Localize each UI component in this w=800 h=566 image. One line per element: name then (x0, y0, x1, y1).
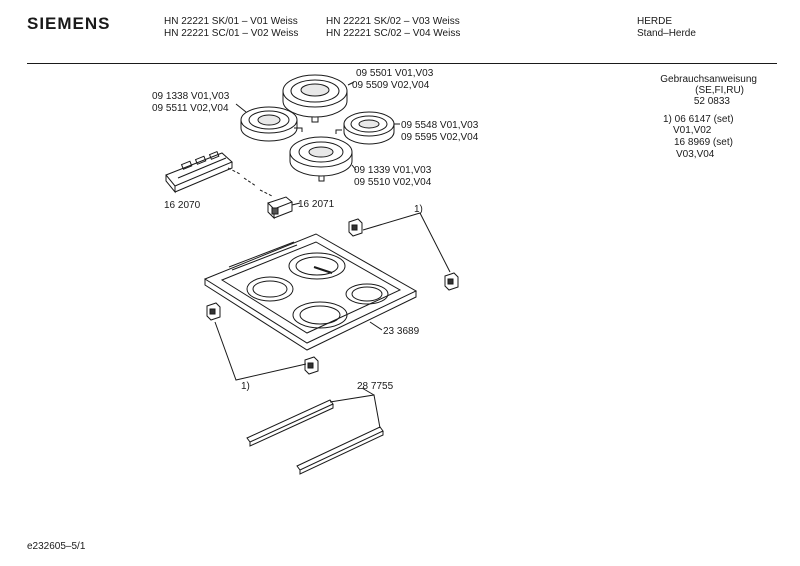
hot-plate-left (235, 103, 303, 142)
plate-top-label-2: 09 5509 V02,V04 (352, 80, 430, 91)
switch-panel-label: 16 2070 (164, 200, 201, 211)
bracket-ref-top: 1) (414, 204, 423, 215)
bracket-leader-lines (214, 212, 451, 381)
doc-id: e232605–5/1 (27, 541, 86, 552)
plate-top-label-1: 09 5501 V01,V03 (356, 68, 434, 79)
model-line-1: HN 22221 SK/01 – V01 Weiss (164, 16, 298, 27)
model-line-3: HN 22221 SK/02 – V03 Weiss (326, 16, 460, 27)
model-line-2: HN 22221 SC/01 – V02 Weiss (164, 28, 299, 39)
manual-number: 52 0833 (693, 96, 730, 107)
manual-languages: (SE,FI,RU) (695, 85, 744, 96)
bracket-top-left (348, 218, 363, 237)
plate-left-label-2: 09 5511 V02,V04 (152, 103, 229, 114)
switch-part (267, 196, 301, 220)
bracket-top-right (444, 272, 459, 291)
plate-front-label-1: 09 1339 V01,V03 (354, 165, 432, 176)
brand-logo: SIEMENS (27, 14, 111, 33)
bracket-bottom-right (304, 356, 319, 375)
header-divider (27, 63, 777, 64)
hot-plate-right (335, 111, 400, 145)
model-line-4: HN 22221 SC/02 – V04 Weiss (326, 28, 461, 39)
set-2-number: 16 8969 (set) (674, 137, 733, 148)
hob-frame (203, 233, 418, 351)
manual-label: Gebrauchsanweisung (660, 74, 757, 85)
set-2-variants: V03,V04 (676, 149, 715, 160)
rails-label: 28 7755 (357, 381, 394, 392)
subcategory-label: Stand–Herde (637, 28, 696, 39)
hot-plate-top (282, 74, 355, 123)
plate-right-label-1: 09 5548 V01,V03 (401, 120, 479, 131)
switch-label: 16 2071 (298, 199, 335, 210)
hob-frame-label: 23 3689 (383, 326, 420, 337)
plate-front-label-2: 09 5510 V02,V04 (354, 177, 432, 188)
rails (246, 387, 384, 475)
set-1-number: 1) 06 6147 (set) (663, 114, 734, 125)
set-1-variants: V01,V02 (673, 125, 712, 136)
bracket-ref-bottom: 1) (241, 381, 250, 392)
category-label: HERDE (637, 16, 673, 27)
bracket-bottom-left (206, 302, 221, 321)
plate-left-label-1: 09 1338 V01,V03 (152, 91, 230, 102)
switch-panel (165, 150, 273, 197)
hot-plate-front (289, 136, 357, 182)
plate-right-label-2: 09 5595 V02,V04 (401, 132, 479, 143)
